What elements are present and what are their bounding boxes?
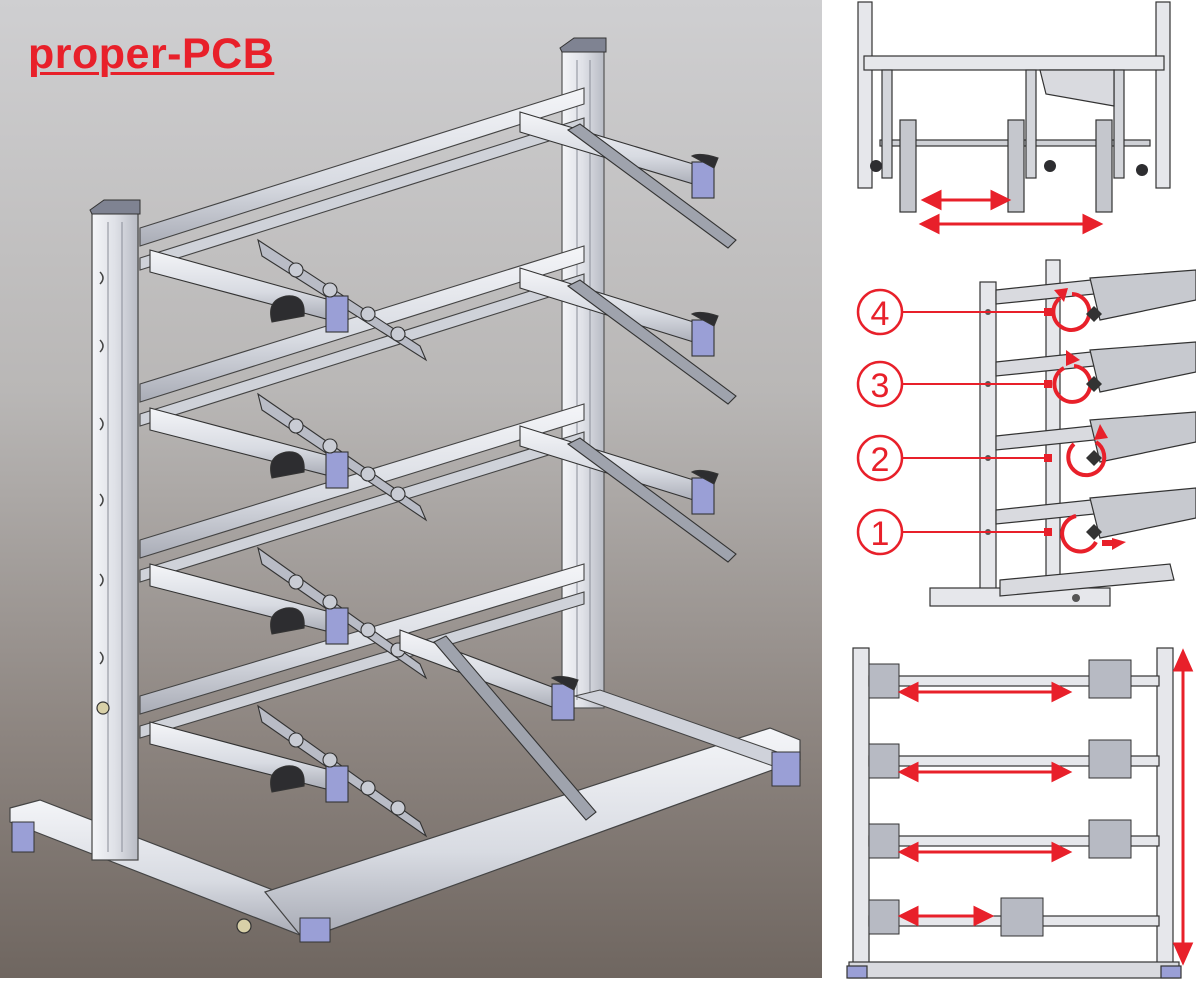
rotation-level-3: 3 xyxy=(856,350,1102,408)
rack-frame-illustration xyxy=(9,37,801,943)
side-rotation-diagram: 4 3 2 1 xyxy=(850,250,1196,612)
isometric-rack-render: proper-PCB xyxy=(0,0,822,978)
level-label-2: 2 xyxy=(871,441,890,479)
base-frame xyxy=(9,689,801,943)
rotation-level-2: 2 xyxy=(856,424,1108,482)
slide-arrows xyxy=(918,189,1104,235)
front-slide-arrows xyxy=(897,648,1194,966)
left-clamp-arms xyxy=(149,238,428,838)
shelf-beams xyxy=(139,87,585,739)
rotation-level-1: 1 xyxy=(856,508,1126,556)
top-view-diagram xyxy=(850,0,1174,235)
brand-title: proper-PCB xyxy=(28,30,275,78)
right-clamp-arms xyxy=(399,111,737,821)
rotation-level-4: 4 xyxy=(856,288,1102,336)
level-label-4: 4 xyxy=(871,295,890,333)
front-clamps xyxy=(868,659,1132,937)
front-view-diagram xyxy=(845,640,1196,992)
front-left-upright xyxy=(89,199,141,861)
level-label-1: 1 xyxy=(871,515,890,553)
level-label-3: 3 xyxy=(871,367,890,405)
